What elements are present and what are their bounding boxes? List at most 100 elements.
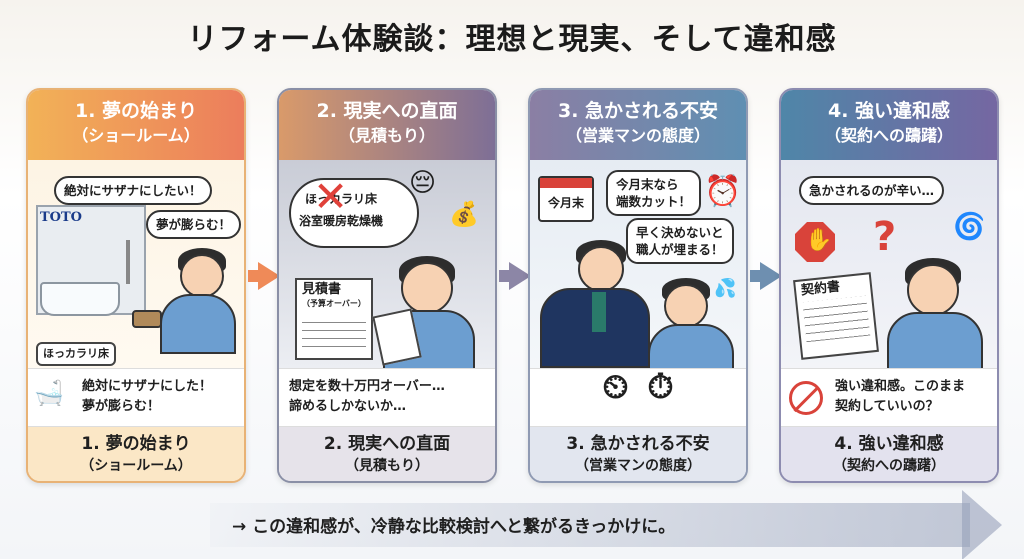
person-body: [887, 312, 983, 368]
flow-arrow-shaft: [750, 270, 762, 282]
panel-header-subtitle: （営業マンの態度）: [565, 126, 710, 145]
panel-illustration: TOTO 絶対にサザナにしたい！ 夢が膨らむ！ ほっカラリ床: [28, 160, 244, 368]
salesman-head: [578, 246, 624, 292]
caption-line: 夢が膨らむ！: [82, 399, 161, 414]
calendar-icon: 今月末: [538, 176, 594, 222]
bathtub-icon: [40, 282, 120, 316]
panel-header: 4. 強い違和感 （契約への躊躇）: [781, 90, 997, 160]
person-head: [180, 254, 224, 298]
panel-footer-subtitle: （契約への躊躇）: [833, 458, 945, 474]
panel-footer-title: 2. 現実への直面: [323, 434, 451, 454]
shower-icon: [126, 240, 130, 284]
panel-header: 2. 現実への直面 （見積もり）: [279, 90, 495, 160]
customer-body: [648, 324, 734, 368]
bottom-message: → この違和感が、冷静な比較検討へと繋がるきっかけに。: [232, 517, 676, 537]
hand-stop-icon: ✋: [805, 228, 833, 253]
panel-header-subtitle: （見積もり）: [338, 126, 435, 145]
panel-header-title: 4. 強い違和感: [827, 100, 951, 122]
panel-pressured-anxiety: 3. 急かされる不安 （営業マンの態度） 今月末 今月末なら 端数カット！ ⏰ …: [528, 88, 748, 483]
panel-footer-title: 4. 強い違和感: [834, 434, 944, 454]
page-title: リフォーム体験談：理想と現実、そして違和感: [187, 22, 837, 57]
customer-head: [664, 284, 708, 328]
sweat-drop-icon: 💦: [714, 278, 737, 299]
worried-face-icon: 😔: [409, 168, 437, 198]
prohibited-slash: [793, 385, 820, 413]
question-mark-icon: ?: [873, 214, 897, 260]
panel-header-title: 1. 夢の始まり: [74, 100, 198, 122]
panel-caption: ⏲ ⏱: [530, 368, 746, 426]
speech-line: 端数カット！: [616, 194, 692, 209]
panel-header-title: 2. 現実への直面: [316, 100, 458, 122]
alarm-clock-icon: ⏰: [704, 174, 742, 209]
flow-arrow-icon: [760, 262, 782, 290]
panel-facing-reality: 2. 現実への直面 （見積もり） ほっカラリ床 浴室暖房乾燥機 ✕ 😔 💰 見積…: [277, 88, 497, 483]
speech-line: 職人が埋まる！: [636, 242, 724, 257]
estimate-document: 見積書 （予算オーバー）: [295, 278, 373, 360]
panel-footer: 4. 強い違和感 （契約への躊躇）: [781, 426, 997, 481]
prohibited-icon: [789, 381, 823, 415]
panel-illustration: 今月末 今月末なら 端数カット！ ⏰ 早く決めないと 職人が埋まる！ 💦: [530, 160, 746, 368]
panel-footer: 3. 急かされる不安 （営業マンの態度）: [530, 426, 746, 481]
speech-line: 早く決めないと: [636, 225, 724, 240]
panel-caption: 🛁 絶対にサザナにした！ 夢が膨らむ！: [28, 368, 244, 426]
speedometer-icon: ⏲: [602, 367, 629, 407]
speech-bubble: 今月末なら 端数カット！: [606, 170, 702, 216]
caption-line: 契約していいの？: [835, 399, 939, 414]
panel-header-title: 3. 急かされる不安: [557, 100, 719, 122]
floor-label: ほっカラリ床: [36, 342, 116, 366]
panel-header: 1. 夢の始まり （ショールーム）: [28, 90, 244, 160]
panel-header: 3. 急かされる不安 （営業マンの態度）: [530, 90, 746, 160]
caption-line: 強い違和感。このまま: [835, 379, 966, 394]
panel-footer: 1. 夢の始まり （ショールーム）: [28, 426, 244, 481]
stopwatch-icon: ⏱: [647, 367, 674, 407]
caption-line: 諦めるしかないか…: [289, 399, 407, 414]
bottom-arrow-band: [210, 503, 970, 547]
estimate-title: 見積書: [302, 282, 342, 297]
tie-icon: [592, 292, 606, 332]
floor-sample-icon: [132, 310, 162, 328]
bottom-arrow-head-icon: [962, 490, 1002, 559]
calendar-label: 今月末: [547, 196, 584, 210]
bathtub-sparkle-icon: 🛁: [34, 379, 64, 407]
panel-footer: 2. 現実への直面 （見積もり）: [279, 426, 495, 481]
panel-footer-title: 1. 夢の始まり: [81, 434, 191, 454]
confusion-swirl-icon: 🌀: [953, 212, 986, 242]
calendar-header: [540, 178, 592, 188]
thought-item: ほっカラリ床: [305, 192, 378, 206]
speech-line: 今月末なら: [616, 177, 679, 192]
panel-caption: 強い違和感。このまま 契約していいの？: [781, 368, 997, 426]
thought-item: 浴室暖房乾燥機: [299, 214, 384, 228]
caption-line: 想定を数十万円オーバー…: [289, 379, 445, 394]
person-head: [401, 262, 453, 314]
caption-line: 絶対にサザナにした！: [82, 379, 213, 394]
estimate-table-lines: [302, 315, 366, 349]
contract-document: 契約書: [793, 272, 879, 360]
money-bag-flying-icon: 💰: [449, 200, 479, 228]
flow-arrow-icon: [509, 262, 531, 290]
speech-bubble: 絶対にサザナにしたい！: [54, 176, 212, 205]
panel-illustration: ほっカラリ床 浴室暖房乾燥機 ✕ 😔 💰 見積書 （予算オーバー）: [279, 160, 495, 368]
toto-logo: TOTO: [40, 210, 82, 225]
panel-illustration: 急かされるのが辛い… ✋ ? 🌀 契約書: [781, 160, 997, 368]
speech-bubble: 夢が膨らむ！: [146, 210, 242, 239]
contract-title: 契約書: [800, 279, 841, 299]
panel-footer-subtitle: （見積もり）: [345, 458, 429, 474]
flow-arrow-shaft: [499, 270, 511, 282]
estimate-note: （予算オーバー）: [302, 299, 366, 308]
panel-footer-subtitle: （ショールーム）: [80, 458, 192, 474]
panel-caption: 想定を数十万円オーバー… 諦めるしかないか…: [279, 368, 495, 426]
panel-footer-subtitle: （営業マンの態度）: [575, 458, 701, 474]
person-body: [160, 294, 236, 354]
panel-dream-start: 1. 夢の始まり （ショールーム） TOTO 絶対にサザナにしたい！ 夢が膨らむ…: [26, 88, 246, 483]
flow-arrow-shaft: [248, 270, 260, 282]
panel-strong-discomfort: 4. 強い違和感 （契約への躊躇） 急かされるのが辛い… ✋ ? 🌀 契約書 強…: [779, 88, 999, 483]
thought-bubble: [289, 178, 419, 248]
contract-lines: [802, 295, 871, 343]
cross-mark-icon: ✕: [313, 172, 349, 221]
speech-bubble: 急かされるのが辛い…: [799, 176, 945, 205]
person-head: [907, 264, 959, 316]
flow-arrow-icon: [258, 262, 280, 290]
speech-bubble: 早く決めないと 職人が埋まる！: [626, 218, 734, 264]
stop-sign-icon: [795, 222, 835, 262]
panel-footer-title: 3. 急かされる不安: [566, 434, 710, 454]
